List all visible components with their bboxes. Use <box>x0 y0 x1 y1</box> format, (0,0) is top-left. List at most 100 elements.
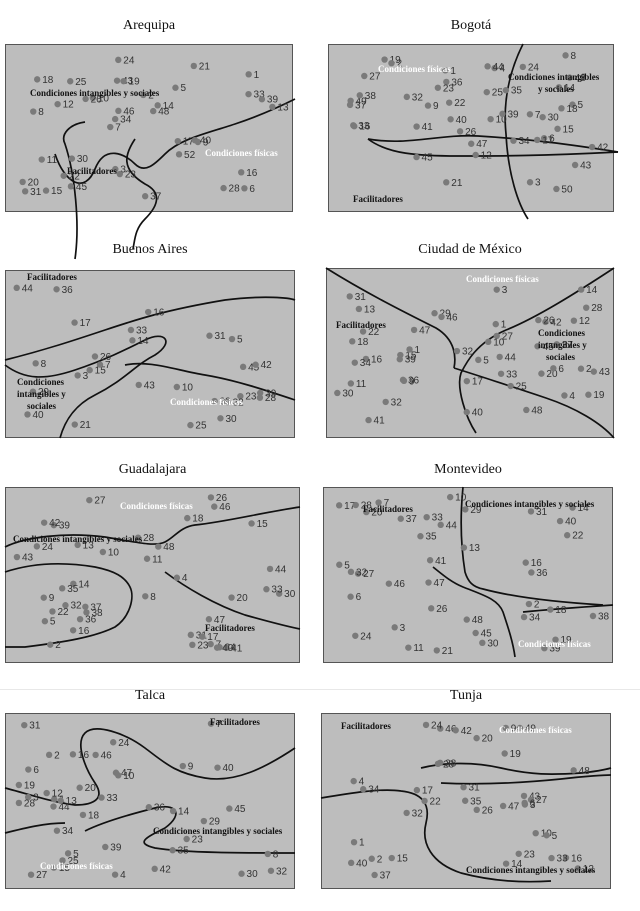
data-point-marker <box>51 796 58 803</box>
data-point-label: 32 <box>233 398 245 409</box>
region-label: Condiciones físicas <box>378 64 451 74</box>
data-point-marker <box>403 93 411 101</box>
data-point-label: 2 <box>396 59 402 70</box>
region-boundary <box>4 335 167 439</box>
data-point-marker <box>463 377 471 385</box>
data-point-label: 37 <box>562 340 574 351</box>
data-point-label: 35 <box>511 86 523 97</box>
data-point-marker <box>21 188 29 195</box>
data-point-label: 37 <box>406 514 418 525</box>
data-point-marker <box>82 95 89 103</box>
data-point-marker <box>220 184 227 192</box>
data-point-marker <box>424 102 432 109</box>
region-label: sociales <box>27 401 56 411</box>
data-point-label: 24 <box>42 542 54 553</box>
data-point-label: 12 <box>583 864 595 875</box>
data-point-marker <box>571 161 579 169</box>
data-point-marker <box>206 332 213 339</box>
data-point-marker <box>89 94 97 102</box>
data-point-marker <box>525 600 533 608</box>
data-point-marker <box>71 319 78 326</box>
data-point-marker <box>86 366 93 374</box>
data-point-label: 4 <box>182 573 188 584</box>
data-point-marker <box>534 343 541 350</box>
data-point-marker <box>169 807 177 815</box>
data-point-label: 22 <box>454 98 466 109</box>
data-point-label: 2 <box>586 364 592 375</box>
data-point-label: 32 <box>276 866 288 877</box>
region-label: Facilitadores <box>336 320 386 330</box>
data-point-label: 9 <box>409 376 415 387</box>
region-label: Condiciones físicas <box>466 274 539 284</box>
data-point-label: 26 <box>482 805 494 816</box>
data-point-marker <box>502 724 509 732</box>
data-point-marker <box>438 313 445 321</box>
data-point-marker <box>40 594 47 601</box>
data-point-marker <box>569 101 576 108</box>
data-point-marker <box>491 64 498 72</box>
data-point-marker <box>577 286 585 293</box>
data-point-label: 41 <box>422 122 434 133</box>
data-point-label: 7 <box>105 360 111 371</box>
region-boundary <box>4 822 66 834</box>
data-point-label: 4 <box>569 391 575 402</box>
data-point-marker <box>437 521 444 529</box>
region-label: Condiciones intangibles y sociales <box>466 865 596 875</box>
data-point-marker <box>499 802 507 810</box>
region-boundary <box>126 138 158 250</box>
data-point-label: 17 <box>344 501 356 512</box>
data-point-label: 37 <box>90 602 102 613</box>
panel-title-montevideo: Montevideo <box>434 462 502 477</box>
data-point-marker <box>355 305 363 313</box>
data-point-label: 47 <box>121 768 133 779</box>
data-point-label: 6 <box>249 184 255 195</box>
region-boundary <box>460 486 604 606</box>
data-point-marker <box>585 391 592 398</box>
data-point-label: 28 <box>591 303 603 314</box>
data-point-label: 34 <box>62 826 74 837</box>
data-point-marker <box>437 725 444 732</box>
data-point-label: 25 <box>516 382 528 393</box>
data-point-label: 37 <box>150 192 162 203</box>
region-label: Facilitadores <box>205 623 255 633</box>
data-point-label: 1 <box>415 345 421 356</box>
data-point-label: 39 <box>267 95 279 106</box>
data-point-label: 49 <box>356 96 368 107</box>
data-point-marker <box>102 843 109 851</box>
data-point-label: 42 <box>261 360 273 371</box>
data-point-label: 3 <box>400 623 406 634</box>
data-point-label: 2 <box>534 600 540 611</box>
data-point-marker <box>199 633 206 640</box>
data-point-label: 35 <box>425 532 437 543</box>
data-point-label: 34 <box>120 115 132 126</box>
data-point-label: 33 <box>557 854 569 865</box>
data-point-label: 40 <box>32 410 44 421</box>
data-point-marker <box>82 603 89 610</box>
data-point-marker <box>145 804 153 811</box>
data-point-label: 4 <box>120 870 126 881</box>
data-point-marker <box>111 871 119 878</box>
data-point-label: 5 <box>578 100 584 111</box>
region-boundary <box>325 267 456 369</box>
data-point-label: 39 <box>507 109 519 120</box>
data-point-marker <box>356 92 363 99</box>
data-point-marker <box>25 766 32 773</box>
data-point-marker <box>134 534 142 541</box>
data-point-label: 11 <box>356 379 367 390</box>
data-point-label: 15 <box>257 519 269 530</box>
data-point-marker <box>115 107 122 115</box>
data-point-label: 27 <box>363 569 375 580</box>
data-point-marker <box>142 593 149 600</box>
data-point-label: 15 <box>563 124 575 135</box>
data-point-marker <box>174 137 181 145</box>
data-point-marker <box>535 316 542 324</box>
region-label: Condiciones físicas <box>40 861 113 871</box>
data-point-label: 31 <box>214 331 226 342</box>
data-point-label: 31 <box>536 507 548 518</box>
panel-map-buenos-aires: 3938403454426231043291783236143331421575… <box>4 270 296 439</box>
region-boundary <box>420 762 612 775</box>
data-point-marker <box>24 411 31 418</box>
data-point-marker <box>516 724 524 732</box>
data-point-label: 24 <box>360 631 372 642</box>
data-point-label: 44 <box>275 564 287 575</box>
